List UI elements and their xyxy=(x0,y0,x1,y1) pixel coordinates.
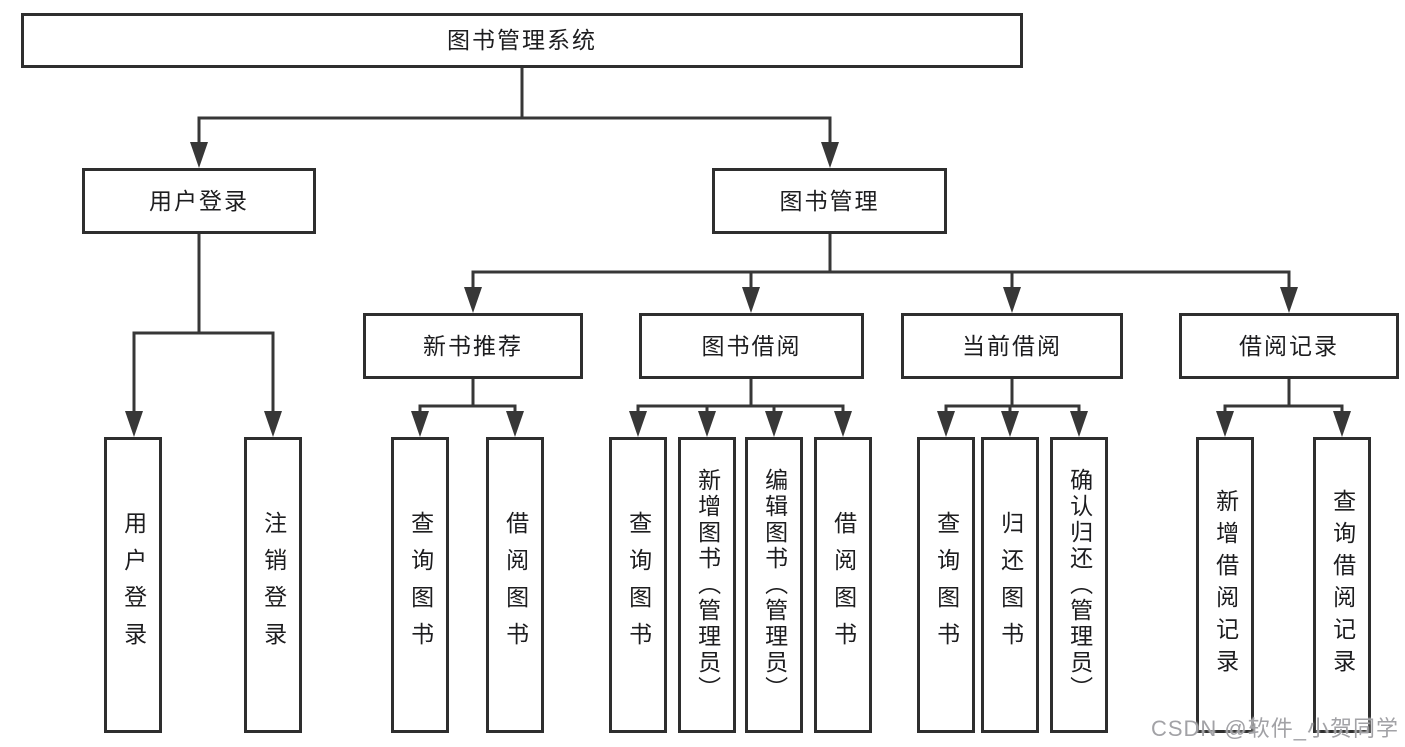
node-borrow-records: 借阅记录 xyxy=(1179,313,1399,379)
leaf-query-borrow-record: 查询借阅记录 xyxy=(1313,437,1371,733)
node-root-system: 图书管理系统 xyxy=(21,13,1023,68)
node-new-book-recommend: 新书推荐 xyxy=(363,313,583,379)
leaf-return-books-label: 归还图书 xyxy=(997,511,1024,659)
leaf-confirm-return-admin-label: 确认归还（管理员） xyxy=(1066,468,1093,702)
leaf-edit-books-admin-label: 编辑图书（管理员） xyxy=(761,468,788,702)
leaf-borrow-books-label: 借阅图书 xyxy=(830,511,857,659)
node-book-management: 图书管理 xyxy=(712,168,947,234)
leaf-newbook-borrow-books-label: 借阅图书 xyxy=(502,511,529,659)
node-user-login: 用户登录 xyxy=(82,168,316,234)
leaf-return-books: 归还图书 xyxy=(981,437,1039,733)
leaf-current-query-books: 查询图书 xyxy=(917,437,975,733)
leaf-edit-books-admin: 编辑图书（管理员） xyxy=(745,437,803,733)
leaf-user-login-label: 用户登录 xyxy=(120,511,147,659)
leaf-borrow-query-books: 查询图书 xyxy=(609,437,667,733)
node-current-borrow: 当前借阅 xyxy=(901,313,1123,379)
leaf-add-books-admin: 新增图书（管理员） xyxy=(678,437,736,733)
csdn-watermark: CSDN @软件_小贺同学 xyxy=(1150,716,1399,741)
arrowheads xyxy=(125,142,1351,437)
leaf-newbook-query-books: 查询图书 xyxy=(391,437,449,733)
leaf-confirm-return-admin: 确认归还（管理员） xyxy=(1050,437,1108,733)
leaf-add-borrow-record-label: 新增借阅记录 xyxy=(1212,489,1239,681)
node-book-borrow: 图书借阅 xyxy=(639,313,864,379)
leaf-query-borrow-record-label: 查询借阅记录 xyxy=(1329,489,1356,681)
leaf-borrow-query-books-label: 查询图书 xyxy=(625,511,652,659)
leaf-user-login: 用户登录 xyxy=(104,437,162,733)
leaf-logout: 注销登录 xyxy=(244,437,302,733)
leaf-newbook-query-books-label: 查询图书 xyxy=(407,511,434,659)
leaf-newbook-borrow-books: 借阅图书 xyxy=(486,437,544,733)
leaf-logout-label: 注销登录 xyxy=(260,511,287,659)
leaf-add-borrow-record: 新增借阅记录 xyxy=(1196,437,1254,733)
leaf-add-books-admin-label: 新增图书（管理员） xyxy=(694,468,721,702)
leaf-borrow-books: 借阅图书 xyxy=(814,437,872,733)
leaf-current-query-books-label: 查询图书 xyxy=(933,511,960,659)
